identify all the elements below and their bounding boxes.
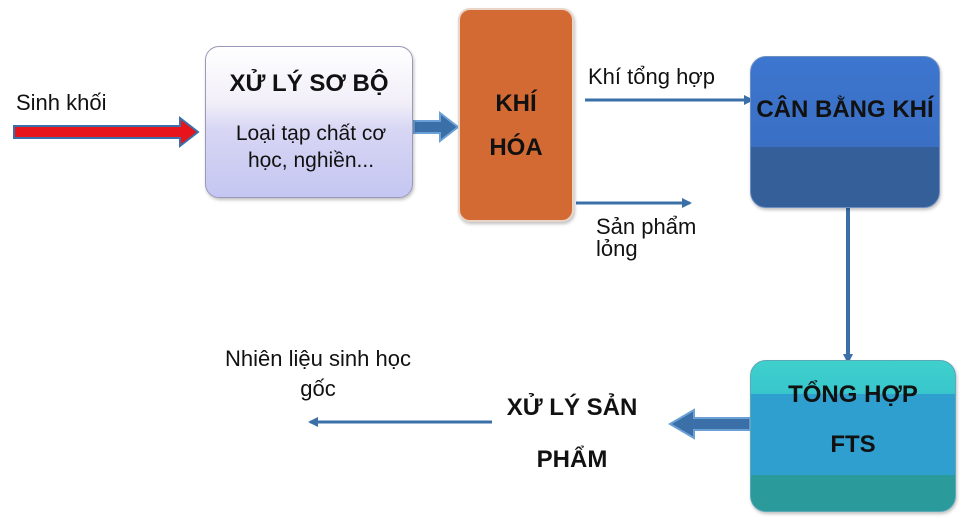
pretreatment-detail: Loại tạp chất cơ học, nghiền... — [235, 122, 387, 172]
biomass-label: Sinh khối — [16, 90, 107, 115]
fts-to-processing-arrow — [668, 408, 751, 440]
gasification-box — [458, 8, 574, 222]
pretreatment-box — [205, 46, 413, 198]
pretreatment-to-gasification-arrow — [413, 110, 460, 144]
output-label: Nhiên liệu sinh học gốc — [225, 346, 411, 401]
fts-box — [750, 360, 956, 512]
syngas-label: Khí tổng hợp — [588, 64, 715, 89]
biomass-input-arrow — [13, 115, 200, 149]
liquid-product-label: Sản phẩm lỏng — [596, 214, 697, 261]
gas-cleaning-box — [750, 56, 940, 208]
pretreatment-title: XỬ LÝ SƠ BỘ — [229, 70, 389, 97]
gas-cleaning-title: CÂN BẰNG KHÍ — [756, 96, 934, 123]
product-processing-title: XỬ LÝ SẢN PHẨM — [506, 394, 638, 473]
fts-title: TỔNG HỢP FTS — [788, 381, 918, 458]
gasification-title: KHÍ HÓA — [489, 90, 543, 161]
